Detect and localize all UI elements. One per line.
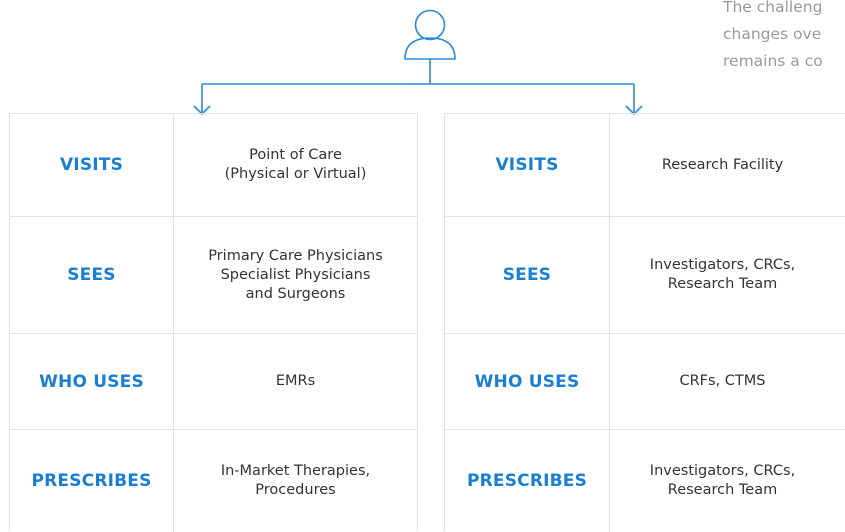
side-text-line-1: The challeng — [723, 0, 823, 16]
value-line: In-Market Therapies, — [220, 463, 371, 479]
value-line: and Surgeons — [245, 285, 346, 302]
table-row: PRESCRIBES Investigators, CRCs, Research… — [445, 430, 845, 532]
value-line: Procedures — [255, 482, 336, 498]
value-line: EMRs — [275, 373, 316, 389]
value-line: Specialist Physicians — [220, 266, 371, 283]
table-row: SEES Investigators, CRCs, Research Team — [445, 217, 845, 334]
row-label-who-uses: WHO USES — [445, 334, 610, 429]
row-label-who-uses: WHO USES — [10, 334, 174, 429]
side-text-line-3: remains a co — [723, 52, 823, 70]
row-value: Investigators, CRCs, Research Team — [610, 430, 845, 532]
row-label-sees: SEES — [445, 217, 610, 333]
row-label-prescribes: PRESCRIBES — [445, 430, 610, 532]
value-line: Investigators, CRCs, — [649, 257, 796, 273]
row-value: Investigators, CRCs, Research Team — [610, 217, 845, 333]
side-text-line-2: changes ove — [723, 25, 822, 43]
value-line: (Physical or Virtual) — [224, 166, 367, 182]
value-line: Primary Care Physicians — [208, 247, 383, 264]
value-line: Research Facility — [661, 156, 784, 173]
row-value: EMRs — [174, 334, 417, 429]
row-value: Primary Care Physicians Specialist Physi… — [174, 217, 417, 333]
patient-care-panel: VISITS Point of Care (Physical or Virtua… — [9, 113, 418, 532]
table-row: WHO USES CRFs, CTMS — [445, 334, 845, 430]
value-line: Research Team — [667, 482, 778, 498]
row-value: Research Facility — [610, 114, 845, 216]
row-label-visits: VISITS — [10, 114, 174, 216]
branch-lines — [201, 59, 635, 114]
side-text: The challeng changes ove remains a co — [723, 0, 845, 75]
row-label-sees: SEES — [10, 217, 174, 333]
row-label-prescribes: PRESCRIBES — [10, 430, 174, 532]
row-value: CRFs, CTMS — [610, 334, 845, 429]
table-row: VISITS Research Facility — [445, 114, 845, 217]
arrow-down-icon — [193, 105, 211, 116]
row-value: In-Market Therapies, Procedures — [174, 430, 417, 532]
research-panel: VISITS Research Facility SEES Investigat… — [444, 113, 845, 532]
row-label-visits: VISITS — [445, 114, 610, 216]
value-line: CRFs, CTMS — [679, 373, 766, 389]
table-row: PRESCRIBES In-Market Therapies, Procedur… — [10, 430, 417, 532]
value-line: Point of Care — [249, 147, 342, 163]
value-line: Research Team — [667, 276, 778, 292]
table-row: WHO USES EMRs — [10, 334, 417, 430]
table-row: SEES Primary Care Physicians Specialist … — [10, 217, 417, 334]
arrow-down-icon — [625, 105, 643, 116]
table-row: VISITS Point of Care (Physical or Virtua… — [10, 114, 417, 217]
row-value: Point of Care (Physical or Virtual) — [174, 114, 417, 216]
value-line: Investigators, CRCs, — [649, 463, 796, 479]
person-icon — [404, 9, 456, 60]
